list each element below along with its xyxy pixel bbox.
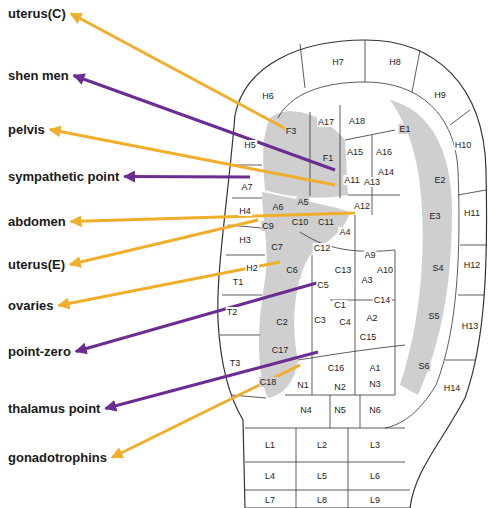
zone-code: C7	[270, 242, 284, 252]
callout-label: gonadotrophins	[8, 450, 107, 465]
zone-code: T1	[232, 277, 245, 287]
zone-code: C4	[338, 317, 352, 327]
zone-code: L1	[264, 440, 276, 450]
zone-code: H9	[433, 90, 447, 100]
zone-code: A7	[240, 182, 253, 192]
leader-arrow	[74, 76, 335, 171]
zone-code: H13	[461, 321, 480, 331]
zone-code: L8	[316, 495, 328, 505]
zone-code: C12	[313, 243, 332, 253]
zone-code: C16	[327, 363, 346, 373]
zone-code: C15	[359, 332, 378, 342]
zone-code: H5	[243, 140, 257, 150]
zone-code: A3	[360, 275, 373, 285]
zone-code: L6	[369, 471, 381, 481]
zone-code: T3	[229, 358, 242, 368]
zone-code: A17	[317, 117, 335, 127]
zone-code: F3	[285, 126, 298, 136]
zone-code: A2	[365, 313, 378, 323]
callout-label: shen men	[8, 68, 69, 83]
zone-code: N1	[296, 380, 310, 390]
zone-line	[220, 165, 266, 398]
zone-code: S5	[427, 311, 440, 321]
zone-code: L2	[316, 440, 328, 450]
ear-outline	[218, 40, 487, 508]
zone-code: A14	[377, 167, 395, 177]
zone-code: E2	[433, 175, 446, 185]
leader-arrow	[112, 365, 300, 458]
zone-code: A13	[363, 177, 381, 187]
zone-code: H10	[454, 140, 473, 150]
shaded-scapha	[390, 100, 452, 395]
zone-code: E3	[428, 211, 441, 221]
callout-label: point-zero	[8, 344, 71, 359]
zone-code: H6	[261, 91, 275, 101]
callout-label: pelvis	[8, 122, 45, 137]
zone-code: A16	[375, 147, 393, 157]
leader-arrow	[70, 220, 258, 265]
zone-code: C3	[313, 315, 327, 325]
zone-code: N2	[333, 382, 347, 392]
zone-code: L9	[369, 495, 381, 505]
zone-code: C17	[271, 345, 290, 355]
zone-code: A10	[376, 265, 394, 275]
zone-code: C1	[333, 300, 347, 310]
leader-arrow	[76, 282, 320, 352]
zone-code: A6	[271, 202, 284, 212]
zone-code: N3	[368, 379, 382, 389]
callout-label: ovaries	[8, 298, 54, 313]
zone-code: L7	[264, 495, 276, 505]
zone-code: C11	[317, 217, 335, 227]
zone-code: A11	[343, 175, 360, 185]
zone-code: N6	[368, 405, 382, 415]
zone-code: C18	[259, 377, 278, 387]
callout-label: thalamus point	[8, 401, 100, 416]
leader-arrow	[71, 213, 355, 222]
zone-code: C5	[316, 280, 330, 290]
zone-code: L5	[316, 471, 328, 481]
callout-label: uterus(E)	[8, 257, 65, 272]
zone-code: A12	[353, 201, 371, 211]
zone-code: H12	[463, 260, 482, 270]
zone-code: C2	[275, 317, 289, 327]
zone-code: H4	[238, 206, 252, 216]
zone-code: S6	[417, 361, 430, 371]
zone-code: N5	[333, 405, 347, 415]
leader-arrow	[124, 175, 250, 179]
zone-code: C10	[291, 217, 310, 227]
leader-arrow	[105, 352, 318, 409]
zone-line	[285, 105, 405, 428]
zone-code: C14	[373, 295, 392, 305]
zone-code: L4	[264, 471, 276, 481]
helix-inner-line	[278, 82, 459, 428]
zone-code: H2	[245, 263, 259, 273]
zone-code: H11	[463, 208, 481, 218]
zone-code: N4	[299, 405, 313, 415]
callout-label: uterus(C)	[8, 6, 66, 21]
zone-line	[245, 428, 410, 508]
callout-label: sympathetic point	[8, 169, 119, 184]
zone-code: C9	[261, 221, 275, 231]
zone-code: A5	[296, 197, 309, 207]
zone-code: A15	[346, 147, 364, 157]
callout-label: abdomen	[8, 214, 66, 229]
leader-arrow	[59, 262, 280, 306]
zone-code: E1	[398, 124, 411, 134]
zone-code: A1	[368, 363, 381, 373]
zone-code: A18	[348, 116, 366, 126]
zone-code: H7	[331, 57, 345, 67]
zone-code: A9	[363, 250, 376, 260]
zone-code: H3	[238, 235, 252, 245]
zone-code: H8	[388, 57, 402, 67]
zone-code: T2	[226, 307, 239, 317]
zone-line	[300, 40, 487, 360]
zone-code: F1	[322, 153, 335, 163]
zone-code: L3	[369, 440, 381, 450]
zone-code: H14	[443, 383, 462, 393]
zone-code: S4	[431, 263, 444, 273]
zone-code: C6	[285, 265, 299, 275]
zone-code: A4	[338, 227, 351, 237]
zone-code: C13	[334, 265, 353, 275]
